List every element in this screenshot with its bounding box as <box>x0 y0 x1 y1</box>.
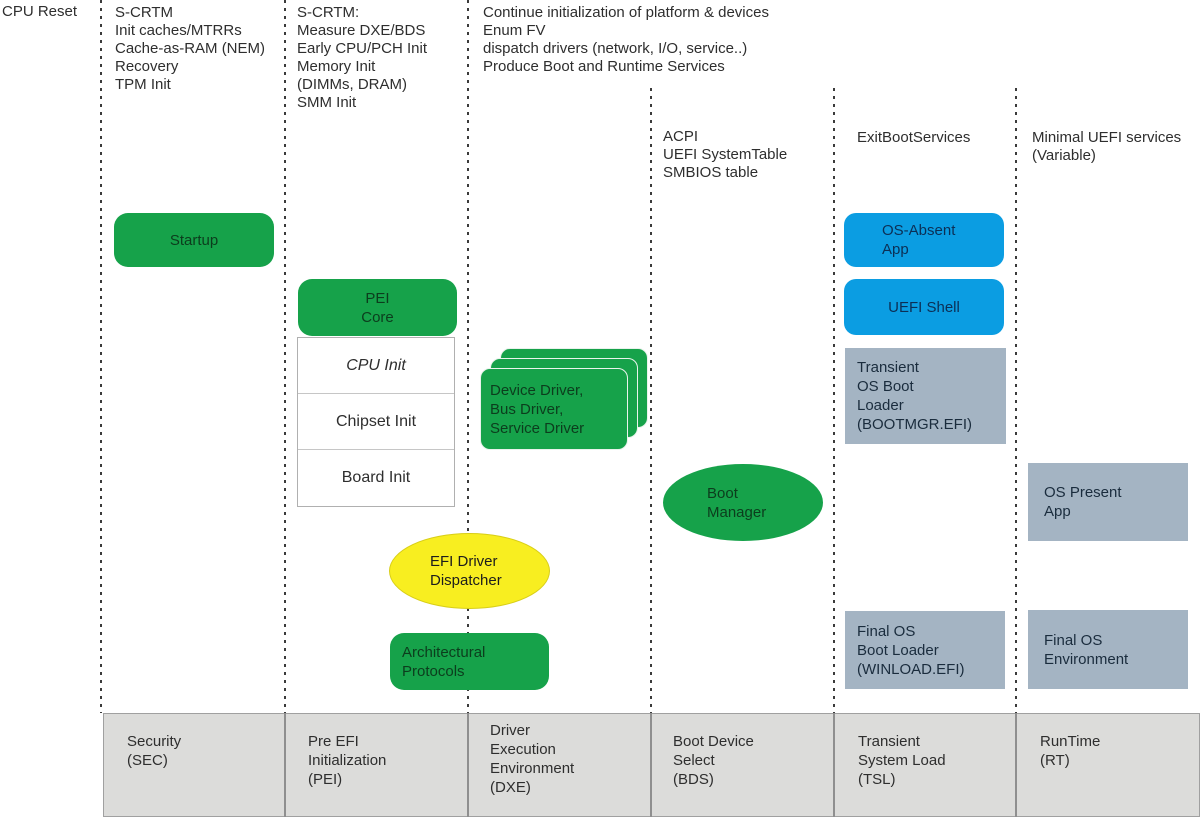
efi-driver-dispatcher-label: EFI Driver Dispatcher <box>430 553 502 589</box>
phase-label-tsl: Transient System Load (TSL) <box>858 733 946 788</box>
phase-label-pei: Pre EFI Initialization (PEI) <box>308 733 387 788</box>
phase-label-bds: Boot Device Select (BDS) <box>673 733 754 788</box>
bds-phase-notes: ACPI UEFI SystemTable SMBIOS table <box>663 128 788 181</box>
os-present-app-box: OS Present App <box>1028 463 1188 541</box>
phase-divider-line-4 <box>650 88 652 713</box>
cpu-reset-label: CPU Reset <box>2 3 78 20</box>
final-os-boot-loader-label: Final OS Boot Loader (WINLOAD.EFI) <box>857 622 965 678</box>
os-present-app-label: OS Present App <box>1044 484 1122 520</box>
cpu-init-box: CPU Init <box>298 338 454 394</box>
boot-manager-label: Boot Manager <box>707 484 767 521</box>
phase-bar-separator-2 <box>467 713 469 817</box>
phase-bar-separator-1 <box>284 713 286 817</box>
boot-manager-ellipse: Boot Manager <box>663 464 823 541</box>
os-absent-app-box: OS-Absent App <box>844 213 1004 267</box>
chipset-init-box: Chipset Init <box>298 394 454 450</box>
transient-os-boot-loader-label: Transient OS Boot Loader (BOOTMGR.EFI) <box>857 359 972 433</box>
efi-driver-dispatcher-ellipse: EFI Driver Dispatcher <box>389 533 550 609</box>
startup-box: Startup <box>114 213 274 267</box>
startup-label: Startup <box>169 231 219 249</box>
rt-phase-notes: Minimal UEFI services (Variable) <box>1032 129 1182 164</box>
pei-core-box: PEI Core <box>298 279 457 336</box>
architectural-protocols-label: Architectural Protocols <box>402 643 486 680</box>
pei-init-stack: CPU Init Chipset Init Board Init <box>297 337 455 507</box>
phase-bar-separator-4 <box>833 713 835 817</box>
phase-divider-line-1 <box>100 0 102 713</box>
phase-label-rt: RunTime (RT) <box>1040 733 1101 769</box>
driver-stack-front-box: Device Driver, Bus Driver, Service Drive… <box>480 368 628 450</box>
phase-divider-line-2 <box>284 0 286 713</box>
final-os-environment-box: Final OS Environment <box>1028 610 1188 689</box>
uefi-shell-box: UEFI Shell <box>844 279 1004 335</box>
dxe-phase-notes: Continue initialization of platform & de… <box>483 4 769 75</box>
phase-label-dxe: Driver Execution Environment (DXE) <box>490 722 575 796</box>
uefi-shell-label: UEFI Shell <box>888 298 960 316</box>
os-absent-app-label: OS-Absent App <box>882 222 956 258</box>
transient-os-boot-loader-box: Transient OS Boot Loader (BOOTMGR.EFI) <box>845 348 1006 444</box>
pei-phase-notes: S-CRTM: Measure DXE/BDS Early CPU/PCH In… <box>297 4 428 111</box>
drivers-label: Device Driver, Bus Driver, Service Drive… <box>490 381 585 437</box>
final-os-boot-loader-box: Final OS Boot Loader (WINLOAD.EFI) <box>845 611 1005 689</box>
phase-label-sec: Security (SEC) <box>127 733 182 769</box>
phase-divider-line-6 <box>1015 88 1017 713</box>
architectural-protocols-box: Architectural Protocols <box>390 633 549 690</box>
tsl-phase-notes: ExitBootServices <box>857 129 971 146</box>
phase-bar-separator-5 <box>1015 713 1017 817</box>
pei-core-label: PEI Core <box>361 289 394 326</box>
board-init-box: Board Init <box>298 450 454 506</box>
phase-divider-line-3 <box>467 0 469 713</box>
phase-bar-separator-3 <box>650 713 652 817</box>
final-os-environment-label: Final OS Environment <box>1044 631 1129 668</box>
sec-phase-notes: S-CRTM Init caches/MTRRs Cache-as-RAM (N… <box>115 4 266 93</box>
phase-divider-line-5 <box>833 88 835 713</box>
